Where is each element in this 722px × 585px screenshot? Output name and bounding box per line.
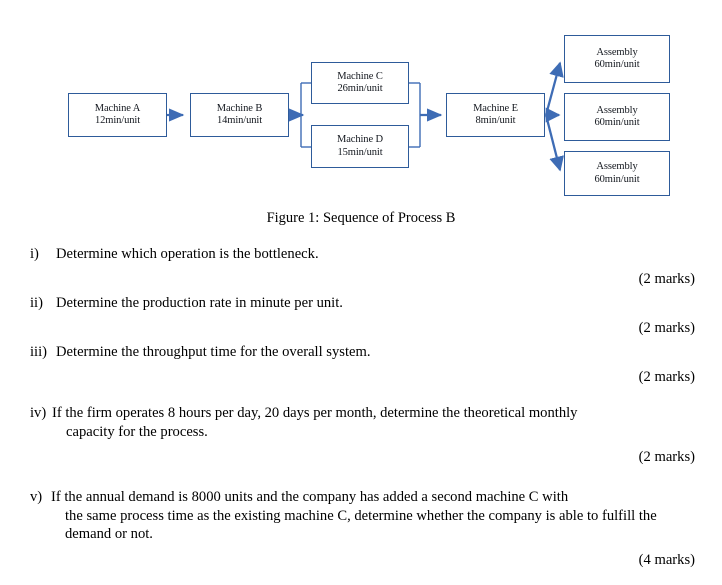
question-row: iv) If the firm operates 8 hours per day… — [30, 404, 695, 441]
question-row: iii) Determine the throughput time for t… — [30, 343, 695, 361]
question-label: iii) — [30, 343, 48, 360]
question-row: v) If the annual demand is 8000 units an… — [30, 488, 695, 543]
question-list: i) Determine which operation is the bott… — [30, 245, 695, 569]
node-machine-b-rate: 14min/unit — [216, 115, 263, 126]
question-item: iv) If the firm operates 8 hours per day… — [30, 404, 695, 466]
node-assembly-3-title: Assembly — [596, 161, 638, 173]
question-row: i) Determine which operation is the bott… — [30, 245, 695, 263]
question-item: ii) Determine the production rate in min… — [30, 294, 695, 338]
question-text: Determine which operation is the bottlen… — [56, 246, 319, 262]
question-text-line-2: capacity for the process. — [66, 423, 208, 440]
question-text: If the firm operates 8 hours per day, 20… — [52, 404, 695, 441]
question-text-line-1: If the annual demand is 8000 units and t… — [51, 489, 569, 506]
question-marks: (2 marks) — [638, 368, 695, 385]
question-label: iv) — [30, 405, 47, 422]
connector-e-to-assembly-1 — [544, 61, 564, 116]
node-machine-e-title: Machine E — [473, 102, 518, 114]
question-text-line-2: the same process time as the existing ma… — [65, 507, 657, 543]
question-marks: (2 marks) — [638, 449, 695, 465]
node-machine-c-title: Machine C — [337, 70, 383, 82]
node-machine-e: Machine E 8min/unit — [446, 93, 545, 137]
node-assembly-2-rate: 60min/unit — [594, 117, 640, 128]
question-row: ii) Determine the production rate in min… — [30, 294, 695, 312]
question-marks: (4 marks) — [638, 551, 695, 568]
node-machine-e-rate: 8min/unit — [475, 115, 516, 126]
connector-e-to-assembly-3 — [544, 114, 564, 172]
node-assembly-3: Assembly 60min/unit — [564, 151, 670, 196]
question-marks: (2 marks) — [638, 320, 695, 337]
diagram-connectors — [167, 61, 564, 172]
node-machine-d-title: Machine D — [336, 134, 384, 146]
node-assembly-2: Assembly 60min/unit — [564, 93, 670, 141]
question-item: i) Determine which operation is the bott… — [30, 245, 695, 289]
node-machine-a-rate: 12min/unit — [94, 115, 141, 126]
node-machine-b: Machine B 14min/unit — [190, 93, 289, 137]
node-assembly-2-title: Assembly — [596, 104, 638, 116]
process-flow-figure: Machine A 12min/unit Machine B 14min/uni… — [0, 0, 722, 210]
question-text-line-1: If the firm operates 8 hours per day, 20… — [52, 405, 578, 422]
question-text: Determine the throughput time for the ov… — [56, 343, 371, 360]
node-machine-c: Machine C 26min/unit — [311, 62, 409, 104]
node-machine-b-title: Machine B — [216, 102, 263, 114]
question-item: v) If the annual demand is 8000 units an… — [30, 488, 695, 569]
node-machine-a-title: Machine A — [94, 102, 141, 114]
node-machine-d-rate: 15min/unit — [337, 146, 383, 158]
node-assembly-1: Assembly 60min/unit — [564, 35, 670, 83]
node-assembly-1-title: Assembly — [596, 46, 638, 58]
node-machine-c-rate: 26min/unit — [337, 83, 383, 94]
node-assembly-1-rate: 60min/unit — [594, 59, 640, 70]
question-label: v) — [30, 489, 43, 506]
figure-caption: Figure 1: Sequence of Process B — [266, 210, 456, 226]
question-text: If the annual demand is 8000 units and t… — [51, 488, 695, 543]
question-label: i) — [30, 246, 39, 262]
question-marks: (2 marks) — [638, 271, 695, 288]
node-machine-d: Machine D 15min/unit — [311, 125, 409, 168]
question-item: iii) Determine the throughput time for t… — [30, 343, 695, 387]
node-machine-a: Machine A 12min/unit — [68, 93, 167, 137]
node-assembly-3-rate: 60min/unit — [594, 173, 640, 185]
question-text: Determine the production rate in minute … — [56, 294, 343, 311]
question-label: ii) — [30, 294, 43, 311]
